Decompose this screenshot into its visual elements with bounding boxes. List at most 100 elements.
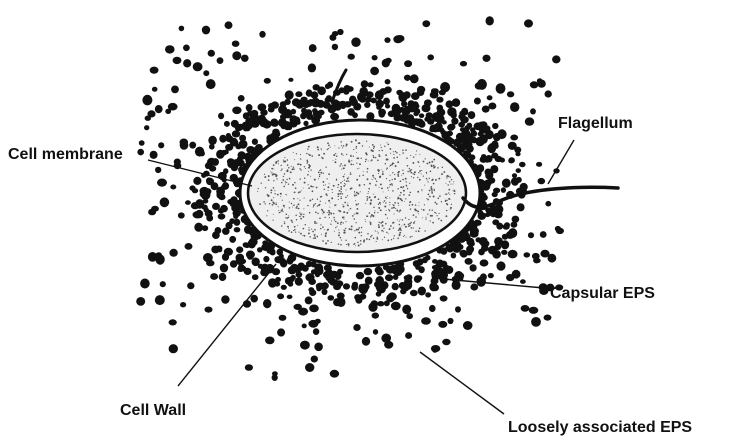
cytoplasm-speck — [367, 198, 368, 199]
capsular-eps-dot — [290, 264, 299, 273]
loose-eps-dot — [202, 26, 210, 35]
cytoplasm-speck — [367, 193, 368, 194]
cytoplasm-speck — [397, 203, 399, 205]
cytoplasm-speck — [384, 146, 385, 147]
cytoplasm-speck — [341, 240, 342, 241]
cytoplasm-speck — [307, 161, 309, 163]
capsular-eps-dot — [440, 129, 445, 135]
cytoplasm-speck — [390, 184, 392, 186]
cytoplasm-speck — [372, 179, 373, 180]
cytoplasm-speck — [366, 141, 367, 142]
cytoplasm-speck — [331, 220, 332, 221]
cytoplasm-speck — [397, 161, 399, 163]
cytoplasm-speck — [413, 222, 415, 224]
cytoplasm-speck — [410, 192, 412, 194]
cytoplasm-speck — [358, 168, 359, 169]
cytoplasm-speck — [308, 229, 310, 231]
cytoplasm-speck — [432, 179, 434, 181]
cytoplasm-speck — [399, 211, 400, 212]
capsular-eps-dot — [457, 273, 464, 280]
cytoplasm-speck — [375, 184, 377, 186]
cytoplasm-speck — [433, 183, 435, 185]
cytoplasm-speck — [445, 215, 447, 217]
capsular-eps-dot — [315, 265, 322, 271]
capsular-eps-dot — [289, 115, 297, 123]
capsular-eps-dot — [343, 283, 350, 289]
cytoplasm-speck — [446, 183, 447, 184]
cytoplasm-speck — [335, 221, 337, 223]
cytoplasm-speck — [303, 188, 304, 189]
loose-eps-dot — [536, 162, 542, 167]
cytoplasm-speck — [389, 202, 390, 203]
cytoplasm-speck — [399, 221, 400, 222]
cytoplasm-speck — [333, 217, 335, 219]
cytoplasm-speck — [356, 152, 357, 153]
cytoplasm-speck — [343, 216, 344, 217]
cytoplasm-speck — [337, 226, 338, 227]
capsular-eps-dot — [484, 157, 490, 163]
capsular-eps-dot — [476, 137, 485, 146]
cytoplasm-speck — [358, 245, 360, 247]
cytoplasm-speck — [294, 191, 296, 193]
capsular-eps-dot — [448, 124, 456, 130]
cytoplasm-speck — [370, 224, 371, 225]
cytoplasm-speck — [403, 186, 405, 188]
cytoplasm-speck — [392, 204, 393, 205]
cytoplasm-speck — [425, 217, 426, 218]
cytoplasm-speck — [288, 230, 290, 232]
capsular-eps-dot — [480, 259, 489, 266]
loose-eps-dot — [507, 91, 514, 97]
cytoplasm-speck — [387, 218, 388, 219]
cytoplasm-speck — [362, 174, 364, 176]
cytoplasm-speck — [351, 228, 353, 230]
loose-eps-dot — [187, 282, 194, 289]
cytoplasm-speck — [354, 218, 356, 220]
loose-eps-dot — [525, 117, 534, 125]
cytoplasm-speck — [393, 163, 394, 164]
cytoplasm-speck — [296, 153, 297, 154]
cytoplasm-speck — [370, 199, 372, 201]
cytoplasm-speck — [406, 181, 407, 182]
cytoplasm-speck — [387, 239, 389, 241]
cytoplasm-speck — [350, 173, 352, 175]
cytoplasm-speck — [428, 194, 430, 196]
cytoplasm-speck — [328, 214, 330, 216]
cytoplasm-speck — [409, 171, 410, 172]
cytoplasm-speck — [407, 188, 408, 189]
cytoplasm-speck — [281, 165, 282, 166]
cytoplasm-speck — [283, 211, 284, 212]
cytoplasm-speck — [307, 205, 308, 206]
cytoplasm-speck — [417, 191, 419, 193]
capsular-eps-dot — [223, 168, 228, 174]
cytoplasm-speck — [347, 205, 349, 207]
cytoplasm-speck — [373, 238, 375, 240]
capsular-eps-dot — [491, 153, 498, 159]
capsular-eps-dot — [427, 119, 434, 125]
cytoplasm-speck — [278, 210, 279, 211]
cytoplasm-speck — [292, 207, 293, 208]
cytoplasm-speck — [365, 219, 366, 220]
cytoplasm-speck — [273, 169, 274, 170]
cytoplasm-speck — [378, 173, 379, 174]
cytoplasm-speck — [340, 237, 342, 239]
cytoplasm-speck — [394, 235, 395, 236]
capsular-eps-dot — [478, 132, 484, 137]
cytoplasm-speck — [426, 173, 427, 174]
loose-eps-dot — [501, 250, 507, 255]
cytoplasm-speck — [356, 208, 358, 210]
cytoplasm-speck — [405, 178, 407, 180]
cytoplasm-speck — [301, 215, 302, 216]
capsular-eps-dot — [316, 286, 321, 291]
cytoplasm-speck — [307, 148, 308, 149]
cytoplasm-speck — [277, 194, 279, 196]
cytoplasm-speck — [389, 180, 390, 181]
cytoplasm-speck — [392, 190, 394, 192]
cytoplasm-speck — [309, 212, 311, 214]
cytoplasm-speck — [354, 193, 355, 194]
cytoplasm-speck — [283, 176, 284, 177]
cytoplasm-speck — [328, 200, 330, 202]
cytoplasm-speck — [292, 221, 294, 223]
cytoplasm-speck — [361, 227, 362, 228]
cytoplasm-speck — [378, 154, 379, 155]
cytoplasm-speck — [410, 222, 411, 223]
